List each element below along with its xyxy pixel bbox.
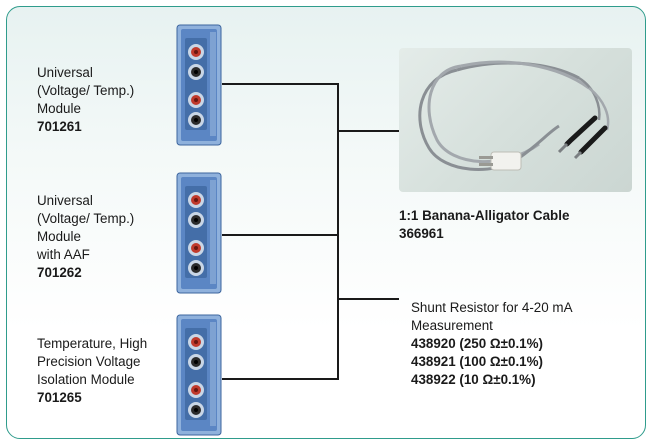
module-code: 701262 (37, 265, 82, 280)
cable-illustration (418, 60, 610, 171)
module-name-line: Temperature, High (37, 336, 148, 351)
wire-vertical-trunk (337, 83, 339, 380)
wire-module2-horizontal (222, 234, 338, 236)
module-name-line: Isolation Module (37, 372, 135, 387)
module-image-701262 (176, 172, 222, 294)
shunt-model: 438920 (250 Ω±0.1%) (411, 336, 543, 351)
module-name-line: Precision Voltage (37, 354, 141, 369)
cable-name: 1:1 Banana-Alligator Cable (399, 208, 570, 223)
module-label-701265: Temperature, High Precision Voltage Isol… (37, 335, 147, 407)
shunt-title-line: Shunt Resistor for 4-20 mA (411, 300, 573, 315)
module-code: 701261 (37, 119, 82, 134)
wire-module1-horizontal (222, 83, 338, 85)
cable-code: 366961 (399, 226, 444, 241)
module-code: 701265 (37, 390, 82, 405)
module-image-701265 (176, 314, 222, 436)
module-name-line: Universal (37, 193, 93, 208)
module-label-701261: Universal (Voltage/ Temp.) Module 701261 (37, 64, 134, 136)
cable-caption: 1:1 Banana-Alligator Cable 366961 (399, 207, 569, 243)
module-image-701261 (176, 24, 222, 146)
module-name-line: Module (37, 101, 81, 116)
module-name-line: (Voltage/ Temp.) (37, 83, 135, 98)
module-name-line: with AAF (37, 247, 90, 262)
module-name-line: Universal (37, 65, 93, 80)
shunt-model: 438922 (10 Ω±0.1%) (411, 372, 536, 387)
cable-photo (399, 48, 632, 192)
shunt-model: 438921 (100 Ω±0.1%) (411, 354, 543, 369)
module-name-line: (Voltage/ Temp.) (37, 211, 135, 226)
wire-module3-horizontal (222, 378, 338, 380)
shunt-caption: Shunt Resistor for 4-20 mA Measurement 4… (411, 299, 573, 389)
wire-to-shunt (337, 298, 399, 300)
module-name-line: Module (37, 229, 81, 244)
wire-to-cable (337, 130, 399, 132)
module-label-701262: Universal (Voltage/ Temp.) Module with A… (37, 192, 134, 282)
shunt-title-line: Measurement (411, 318, 493, 333)
